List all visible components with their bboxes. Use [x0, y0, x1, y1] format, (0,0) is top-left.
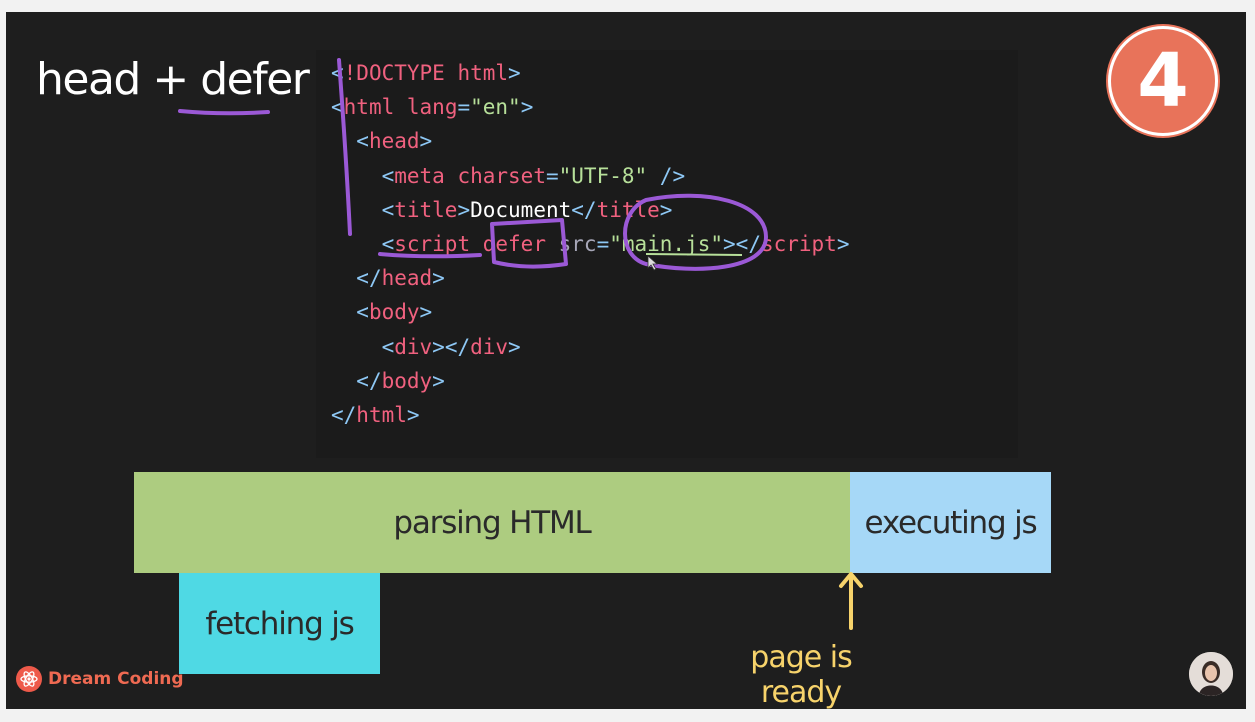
annotation-layer — [337, 58, 769, 271]
step-number: 4 — [1137, 38, 1189, 124]
presenter-avatar — [1189, 652, 1233, 696]
atom-logo-icon — [16, 666, 42, 692]
defer-box-annotation — [490, 218, 568, 269]
brand-watermark: Dream Coding — [16, 666, 184, 692]
code-line-3: <head> — [356, 129, 433, 154]
title-keyword: defer — [200, 54, 310, 105]
slide: head + defer <!DOCTYPE html> <html lang=… — [6, 12, 1246, 709]
parsing-html-bar: parsing HTML — [134, 472, 850, 573]
slide-title: head + defer — [36, 54, 310, 105]
code-line-1: <!DOCTYPE html> — [331, 61, 521, 85]
step-badge: 4 — [1108, 26, 1218, 136]
code-line-4: <meta charset="UTF-8" /> — [381, 163, 686, 188]
code-line-9: <div></div> — [381, 334, 521, 359]
brand-name: Dream Coding — [48, 669, 184, 689]
page-ready-label: page is ready — [750, 640, 852, 709]
page-ready-arrow-icon — [839, 572, 863, 630]
title-underline-annotation — [178, 109, 270, 116]
code-line-7: </head> — [356, 266, 445, 291]
fetching-js-bar: fetching js — [179, 573, 380, 674]
parsing-html-label: parsing HTML — [393, 504, 591, 541]
fetching-js-label: fetching js — [205, 605, 354, 642]
code-line-8: <body> — [356, 300, 433, 325]
script-underline-annotation — [378, 252, 482, 259]
code-block: <!DOCTYPE html> <html lang="en"> <head> … — [331, 56, 849, 432]
main-js-circle-annotation — [623, 193, 769, 271]
code-line-11: </html> — [331, 403, 420, 428]
code-line-5: <title>Document</title> — [381, 197, 673, 222]
title-prefix: head + — [36, 54, 201, 105]
cursor-icon — [647, 255, 659, 271]
vertical-bracket-annotation — [337, 58, 352, 236]
executing-js-label: executing js — [864, 504, 1038, 541]
main-js-underline-annotation — [645, 253, 743, 256]
code-line-2: <html lang="en"> — [331, 95, 534, 120]
executing-js-bar: executing js — [850, 472, 1051, 573]
code-line-10: </body> — [356, 368, 445, 393]
